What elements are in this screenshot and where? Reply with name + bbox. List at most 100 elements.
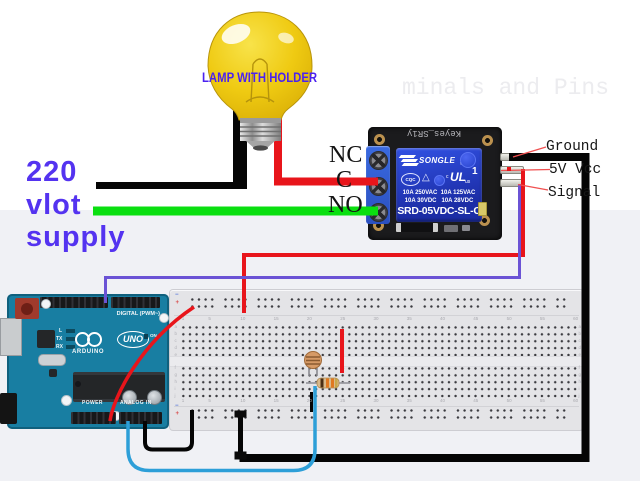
jumper-end-cap	[234, 451, 247, 460]
relay-rating-line2: 10A 30VDC 10A 28VDC	[404, 198, 474, 204]
breadboard-row-letter: a	[578, 324, 582, 330]
breadboard-column-number: 15	[273, 397, 279, 403]
breadboard-column-number: 1	[181, 315, 185, 321]
breadboard-column-number: 35	[406, 315, 412, 321]
arduino-gnd-wire	[143, 410, 194, 452]
triangle-cert-icon: △	[422, 172, 430, 183]
light-bulb	[207, 11, 313, 151]
resistor	[306, 377, 350, 389]
breadboard-center-gap	[170, 356, 583, 367]
breadboard-row-letter: d	[578, 345, 582, 351]
breadboard-top-rail	[189, 296, 569, 309]
mounting-hole	[159, 313, 169, 323]
breadboard-rows-abcde	[180, 324, 579, 358]
base-collar	[240, 118, 281, 123]
breadboard-column-number: 5	[208, 315, 211, 321]
base-contact	[253, 145, 268, 151]
reset-button	[15, 298, 39, 319]
breadboard-row-letter: h	[578, 379, 582, 385]
base-tip	[246, 141, 275, 148]
breadboard-column-number: 20	[306, 397, 312, 403]
breadboard-row-letter: d	[174, 345, 178, 351]
breadboard-row-letter: h	[174, 379, 178, 385]
breadboard-row-letter: a	[174, 324, 178, 330]
rail-plus-marker: +	[175, 411, 180, 417]
relay-c-label: C	[336, 167, 353, 193]
pcb-hole	[373, 220, 384, 231]
breadboard-column-number: 45	[473, 315, 479, 321]
small-ic-chip	[37, 330, 55, 348]
terminal-screw-nc	[369, 151, 388, 170]
breadboard-row-letter: e	[578, 352, 582, 357]
jumper-end-cap	[234, 410, 247, 418]
led-l-label: L	[59, 328, 63, 334]
breadboard-row-letter: b	[174, 331, 178, 337]
relay-nc-label: NC	[329, 142, 363, 168]
bulb-glass	[207, 11, 313, 121]
ul-cert-us: us	[465, 179, 471, 185]
pcb-hole	[374, 134, 385, 145]
breadboard-column-number: 45	[473, 397, 479, 403]
breadboard-row-letter: g	[174, 372, 178, 378]
breadboard-row-letter: i	[174, 386, 176, 392]
rail-minus-marker: −	[175, 403, 179, 409]
analog-pins-label: ANALOG IN	[120, 400, 152, 406]
breadboard-column-number: 40	[440, 315, 446, 321]
relay-status-led	[478, 202, 487, 216]
bulb-highlight	[221, 23, 251, 45]
breadboard-divider-line	[174, 406, 579, 407]
power-pins-label: POWER	[82, 400, 103, 406]
arduino-logo-icon	[87, 332, 102, 347]
breadboard-row-letter: c	[174, 338, 177, 344]
uno-model-label: UNO	[117, 331, 149, 348]
breadboard-row-letter: b	[578, 331, 582, 337]
usb-port	[0, 318, 22, 356]
breadboard-column-number: 60	[573, 315, 579, 321]
relay-ground-wire	[239, 153, 590, 462]
watermark-text: minals and Pins	[402, 75, 610, 101]
relay-body: SONGLE ® CQC △ c UL us 1 10A 250VAC 10A …	[396, 148, 482, 222]
arduino-a0-wire	[126, 386, 317, 473]
bulb-filament	[245, 58, 275, 103]
relay-brand-label: SONGLE	[419, 156, 456, 165]
digital-pins-label: DIGITAL (PWM~)	[116, 311, 160, 317]
smd-component	[444, 225, 458, 232]
vcc-pin-label: 5V Vcc	[549, 162, 602, 178]
cert-one: 1	[472, 166, 478, 177]
breadboard-row-letter: j	[578, 393, 580, 398]
breadboard-column-number: 20	[306, 315, 312, 321]
mains-supply-line2: vlot	[26, 188, 82, 221]
cqc-cert-icon: CQC	[401, 173, 420, 186]
ground-pointer-line	[512, 146, 547, 158]
power-jack	[0, 393, 17, 424]
breadboard-column-number: 55	[539, 397, 545, 403]
signal-pointer-line	[517, 183, 549, 191]
led-tx	[66, 337, 75, 341]
breadboard-column-number: 30	[373, 315, 379, 321]
digital-header-right	[111, 297, 160, 308]
led-l	[66, 329, 75, 333]
breadboard-bottom-rail	[189, 407, 569, 420]
breadboard-column-number: 35	[406, 397, 412, 403]
breadboard-rows-fghij	[180, 365, 579, 399]
breadboard-column-number: 10	[240, 397, 246, 403]
ul-cert-c: c	[446, 174, 449, 180]
capacitor	[122, 390, 137, 405]
breadboard-divider-line	[174, 315, 579, 316]
breadboard-column-number: 40	[440, 397, 446, 403]
breadboard-row-letter: f	[578, 365, 580, 371]
voltage-regulator	[49, 369, 57, 377]
dip-chip-notch	[75, 381, 81, 387]
breadboard-row-letter: c	[578, 338, 581, 344]
led-rx	[66, 345, 75, 349]
breadboard-column-number: 50	[506, 397, 512, 403]
arduino-brand-label: ARDUINO	[72, 349, 105, 355]
rail-minus-marker: −	[175, 292, 179, 298]
breadboard-column-number: 50	[506, 315, 512, 321]
cert-dot-icon	[434, 175, 445, 186]
pcb-hole	[479, 215, 490, 226]
relay-vcc-wire	[242, 169, 525, 313]
power-header	[71, 412, 116, 424]
breadboard-column-number: 55	[539, 315, 545, 321]
